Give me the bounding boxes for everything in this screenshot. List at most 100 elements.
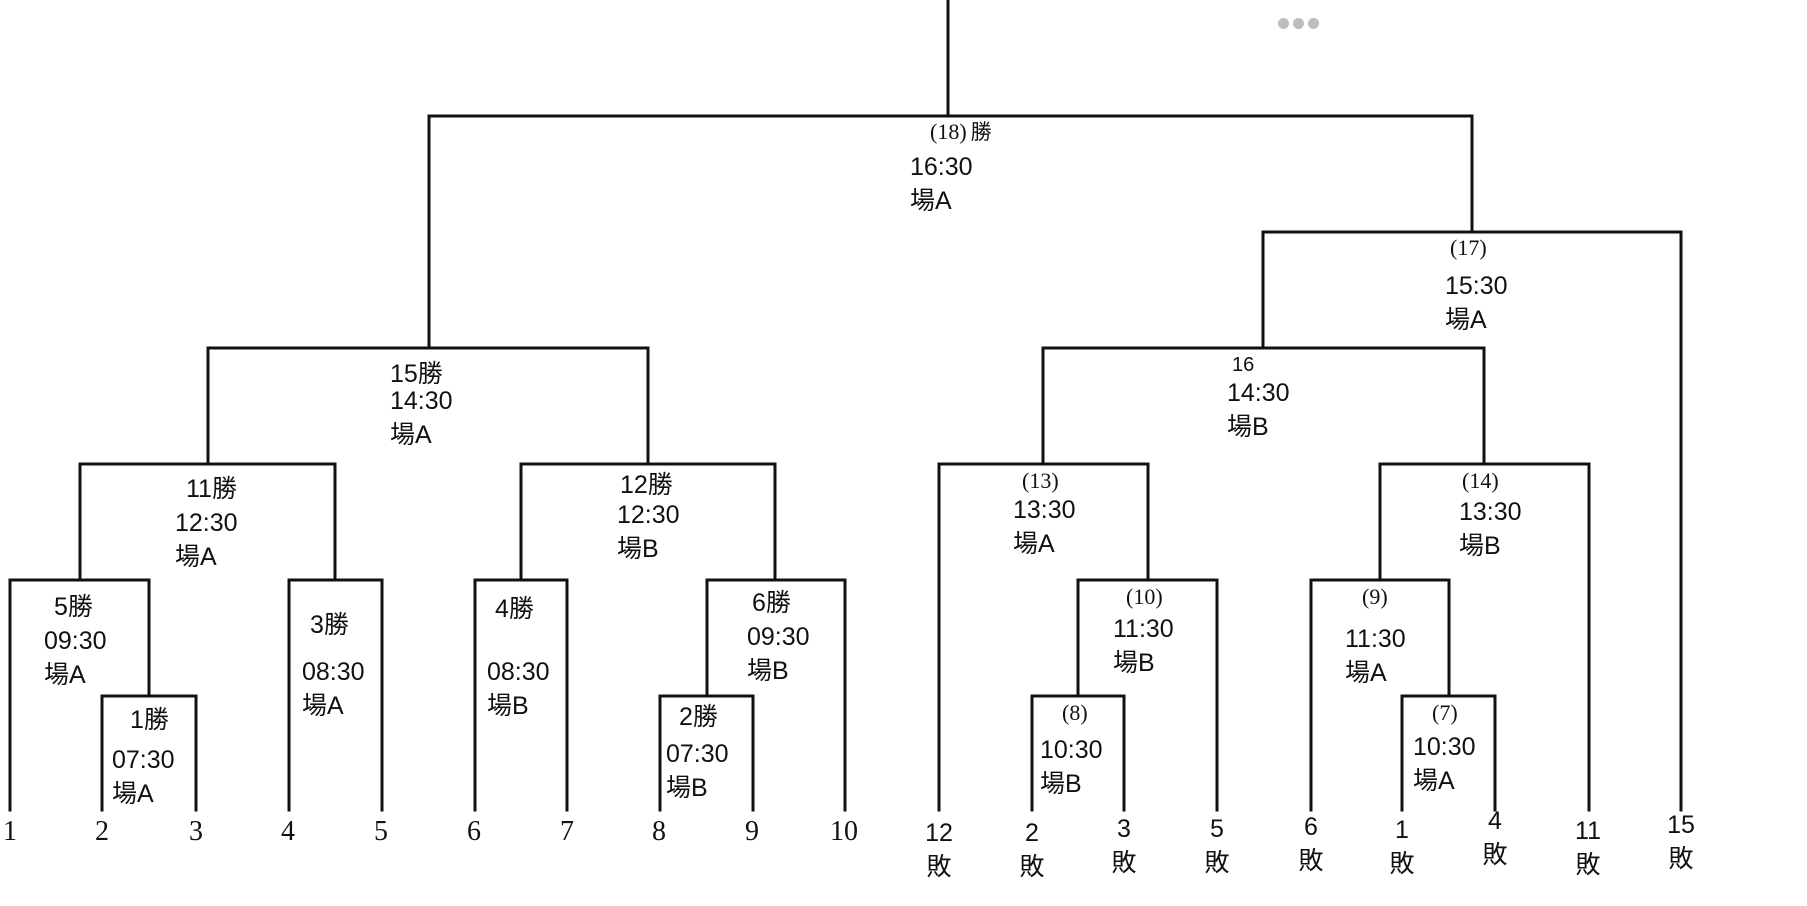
match-3-venue: 場A [302,692,344,720]
match-14-time: 13:30 [1459,498,1522,526]
seed-1: 1 [3,816,17,847]
match-11-venue: 場A [175,543,217,571]
loser-entry-num: 12 [925,819,953,847]
match-12-time: 12:30 [617,501,680,529]
seed-8: 8 [652,816,666,847]
match-13-time: 13:30 [1013,496,1076,524]
seed-5: 5 [374,816,388,847]
match-6-id: 6勝 [752,589,791,617]
loser-entry-label: 敗 [1204,849,1230,877]
match-13-line [937,462,1150,812]
match-8-time: 10:30 [1040,736,1103,764]
seed-2: 2 [95,816,109,847]
loser-entry-num: 6 [1304,813,1318,841]
match-3-id: 3勝 [310,611,349,639]
match-1-venue: 場A [112,780,154,808]
match-11-id: 11勝 [186,475,237,503]
match-15-venue: 場A [390,421,432,449]
final-time: 16:30 [910,153,973,181]
seed-7: 7 [560,816,574,847]
match-4-time: 08:30 [487,658,550,686]
match-15-time: 14:30 [390,387,453,415]
match-1-line [100,694,198,812]
match-14-id: (14) [1462,468,1499,493]
match-15-line [206,346,650,466]
loser-entry-5: 5 敗 [1196,812,1238,880]
seed-4: 4 [281,816,295,847]
match-12-id: 12勝 [620,471,673,499]
loser-entry-num: 5 [1210,815,1224,843]
match-17-line [1261,230,1683,812]
match-4-venue: 場B [487,692,529,720]
match-9-id: (9) [1362,584,1388,609]
loser-entry-label: 敗 [926,853,952,881]
loser-entry-num: 11 [1575,817,1601,845]
match-14-line [1378,462,1591,812]
loser-entry-num: 15 [1667,811,1695,839]
loser-entry-label: 敗 [1482,841,1508,869]
final-match-line [427,114,1474,350]
match-2-line [658,694,755,812]
seed-6: 6 [467,816,481,847]
match-4-id: 4勝 [495,595,534,623]
loser-entry-1: 1 敗 [1381,813,1423,881]
loser-entry-num: 1 [1395,816,1409,844]
loser-entry-label: 敗 [1668,845,1694,873]
loser-entry-label: 敗 [1575,851,1601,879]
match-3-time: 08:30 [302,658,365,686]
match-17-venue: 場A [1445,306,1487,334]
match-1-time: 07:30 [112,746,175,774]
match-10-id: (10) [1126,584,1163,609]
match-9-time: 11:30 [1345,625,1406,653]
match-7-line [1400,694,1497,812]
match-1-id: 1勝 [130,706,169,734]
match-9-venue: 場A [1345,659,1387,687]
match-7-id: (7) [1432,700,1458,725]
match-16-venue: 場B [1227,413,1269,441]
match-9-line [1309,578,1451,812]
match-7-time: 10:30 [1413,733,1476,761]
match-8-id: (8) [1062,700,1088,725]
match-16-id: 16 [1232,354,1255,376]
match-6-time: 09:30 [747,623,810,651]
match-14-venue: 場B [1459,532,1501,560]
match-5-line [8,578,151,812]
match-16-line [1041,346,1486,466]
match-10-venue: 場B [1113,649,1155,677]
match-6-line [705,578,847,812]
match-15-id: 15勝 [390,360,443,388]
match-2-venue: 場B [666,774,708,802]
match-5-id: 5勝 [54,593,93,621]
loser-entry-label: 敗 [1389,850,1415,878]
match-8-line [1030,694,1126,812]
match-17-time: 15:30 [1445,272,1508,300]
final-label: (18) 勝 [930,116,992,152]
loser-entry-4: 4 敗 [1474,804,1516,872]
match-10-line [1076,578,1219,812]
match-8-venue: 場B [1040,770,1082,798]
loser-entry-label: 敗 [1298,847,1324,875]
seed-9: 9 [745,816,759,847]
match-5-venue: 場A [44,661,86,689]
match-7-venue: 場A [1413,767,1455,795]
loser-entry-num: 3 [1117,815,1131,843]
match-2-time: 07:30 [666,740,729,768]
more-horizontal-icon[interactable] [1278,16,1328,30]
loser-entry-6: 6 敗 [1290,810,1332,878]
match-11-line [78,462,337,582]
match-12-line [519,462,777,582]
loser-entry-num: 4 [1488,807,1502,835]
match-11-time: 12:30 [175,509,238,537]
match-12-venue: 場B [617,535,659,563]
loser-entry-12: 12 敗 [918,816,960,884]
loser-entry-label: 敗 [1111,849,1137,877]
loser-entry-label: 敗 [1019,853,1045,881]
final-venue: 場A [910,187,952,215]
match-5-time: 09:30 [44,627,107,655]
loser-entry-3: 3 敗 [1103,812,1145,880]
seed-10: 10 [830,816,858,847]
match-13-id: (13) [1022,468,1059,493]
match-6-venue: 場B [747,657,789,685]
